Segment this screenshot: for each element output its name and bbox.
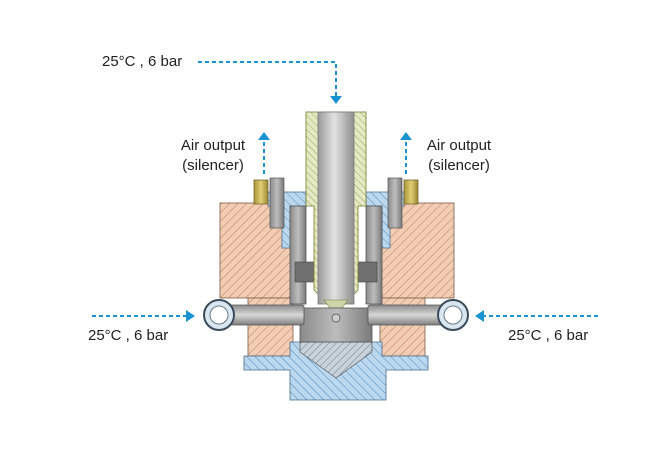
right-outlet-arrowhead — [400, 132, 412, 140]
silencer-fittings — [253, 177, 419, 229]
left-inlet-arrowhead — [186, 310, 195, 322]
top-inlet-arrowhead — [330, 96, 342, 104]
left-outlet-label-line1: Air output — [180, 137, 246, 154]
right-inlet-tube — [367, 299, 469, 331]
right-outlet-label-line1: Air output — [426, 137, 492, 154]
left-outlet-arrowhead — [258, 132, 270, 140]
right-outlet-label-line2: (silencer) — [428, 157, 490, 174]
left-outlet-label: Air output (silencer) — [168, 136, 258, 176]
top-inlet-arrow — [198, 61, 337, 96]
right-outlet-label: Air output (silencer) — [414, 136, 504, 176]
left-inlet-label: 25°C , 6 bar — [88, 327, 169, 344]
left-inlet-tube — [203, 299, 305, 331]
right-inlet-arrowhead — [475, 310, 484, 322]
bottom-cap — [243, 307, 429, 401]
right-inlet-label: 25°C , 6 bar — [508, 327, 589, 344]
top-inlet-label: 25°C , 6 bar — [102, 53, 183, 70]
steel-sleeve — [289, 205, 383, 305]
left-outlet-label-line2: (silencer) — [182, 157, 244, 174]
spindle — [305, 111, 367, 309]
